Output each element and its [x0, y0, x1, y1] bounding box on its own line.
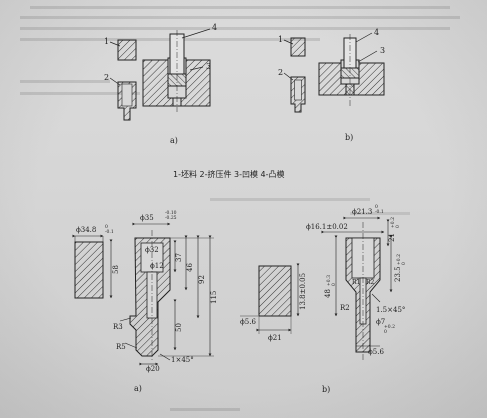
figure-b-part-drawing: ϕ21 ϕ5.6 13.8±0.05 ϕ16.1±0.02 ϕ21.3 0-0.…	[240, 204, 407, 394]
dim-d56a: ϕ5.6	[240, 318, 256, 326]
dim-r3: R3	[113, 323, 123, 331]
dim-h138: 13.8±0.05	[299, 273, 307, 310]
dim-d213: ϕ21.3	[352, 208, 372, 216]
callout-1b: 1	[278, 35, 283, 44]
dim-h235-tol: +0.20	[396, 254, 407, 265]
callout-2: 2	[104, 73, 109, 82]
dim-h235: 23.5	[394, 266, 402, 282]
callout-3b: 3	[380, 46, 385, 55]
callout-2b: 2	[278, 68, 283, 77]
figure-a-part-drawing: ϕ34.8 0-0.1 58 ϕ35 -0.10-0.25 ϕ32 ϕ12 37…	[72, 210, 218, 393]
dim-d7: ϕ7	[376, 318, 385, 326]
dim-d12: ϕ12	[150, 262, 164, 270]
dim-blank-dia: ϕ34.8	[76, 226, 96, 234]
dim-r5: R5	[116, 343, 126, 351]
bleed-through-middle	[210, 198, 410, 215]
dim-chamfer-a: 1×45°	[171, 356, 194, 364]
dim-d21: ϕ21	[268, 334, 282, 342]
figure-a-extrusion-die: 1 2 3 4 a)	[104, 23, 217, 145]
dim-h50: 50	[175, 323, 183, 332]
dim-r2-top: R2	[366, 279, 375, 286]
dim-outer-tol: -0.10-0.25	[165, 210, 177, 221]
dim-h48: 48	[324, 289, 332, 298]
dim-r2: R2	[340, 304, 350, 312]
dim-d32: ϕ32	[145, 246, 159, 254]
callout-1: 1	[104, 37, 109, 46]
dim-h37: 37	[175, 253, 183, 262]
dim-h115: 115	[210, 291, 218, 304]
fig-b-top-label: b)	[345, 133, 353, 142]
fig-a-top-label: a)	[170, 136, 178, 145]
dim-d20: ϕ20	[146, 365, 160, 373]
dim-h21-tol: +0.20	[390, 217, 401, 228]
dim-blank-height: 58	[112, 265, 120, 274]
dim-d161: ϕ16.1±0.02	[306, 223, 348, 231]
dim-blank-tol: 0-0.1	[105, 224, 114, 235]
dim-h92: 92	[198, 275, 206, 284]
bleed-through-bottom	[170, 408, 240, 411]
dim-r1: R1	[352, 279, 360, 286]
figure-b-extrusion-die: 1 2 3 4 b)	[278, 28, 385, 142]
fig-b-bottom-label: b)	[322, 385, 330, 394]
callout-4: 4	[212, 23, 217, 32]
dim-h21: 21	[388, 233, 396, 242]
callout-4b: 4	[374, 28, 379, 37]
legend-caption: 1-坯料 2-挤压件 3-凹模 4-凸模	[173, 169, 285, 179]
bleed-through-text	[20, 6, 460, 95]
dim-d56b: ϕ5.6	[368, 348, 384, 356]
dim-chamfer-b: 1.5×45°	[376, 306, 405, 314]
dim-h48-tol: +0.30	[326, 275, 337, 286]
callout-3: 3	[206, 62, 211, 71]
dim-h46: 46	[186, 263, 194, 272]
fig-a-bottom-label: a)	[134, 384, 142, 393]
dim-d213-tol: 0-0.1	[375, 204, 384, 215]
dim-outer-dia: ϕ35	[140, 214, 154, 222]
